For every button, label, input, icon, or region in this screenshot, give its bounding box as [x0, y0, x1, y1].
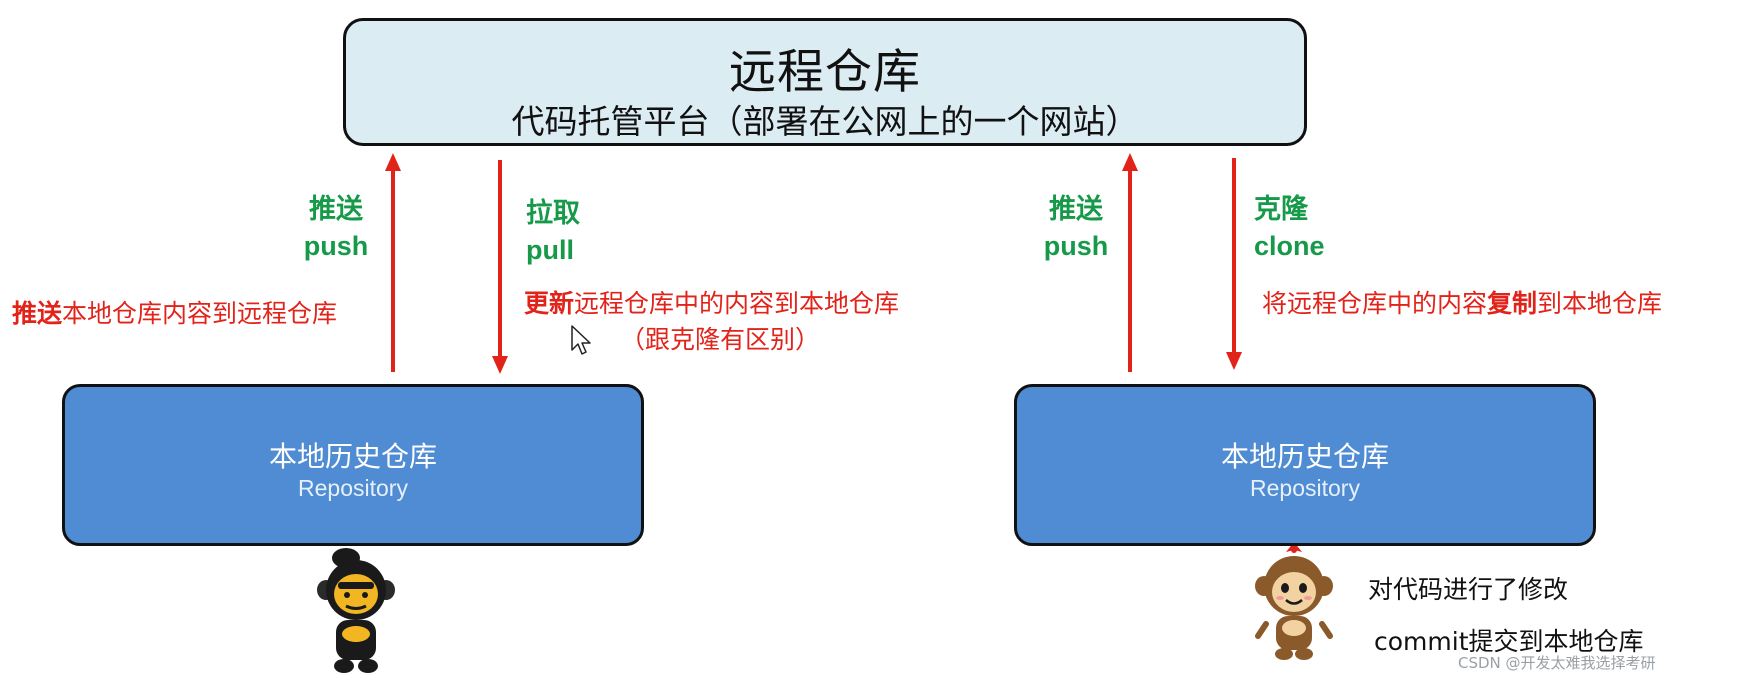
right-push-cn: 推送 [1049, 194, 1103, 225]
monkey-girl-icon [1255, 542, 1333, 660]
right-clone-desc-post: 到本地仓库 [1537, 289, 1663, 318]
left-local-subtitle: Repository [298, 475, 408, 501]
left-push-desc-bold: 推送 [12, 299, 63, 328]
left-pull-note: （跟克隆有区别） [620, 325, 821, 354]
remote-subtitle: 代码托管平台（部署在公网上的一个网站） [511, 102, 1139, 141]
push-arrow-right [1122, 153, 1138, 372]
left-push-label: 推送 push [296, 192, 376, 264]
left-pull-desc-bold: 更新 [524, 289, 575, 318]
cursor-icon [571, 325, 591, 355]
right-clone-desc-bold: 复制 [1487, 289, 1538, 318]
monkey-boy-icon [317, 548, 395, 673]
remote-repository-box: 远程仓库 代码托管平台（部署在公网上的一个网站） [343, 18, 1307, 146]
clone-arrow-right [1226, 158, 1242, 370]
right-clone-cn: 克隆 [1254, 194, 1308, 225]
left-push-desc-rest: 本地仓库内容到远程仓库 [62, 299, 338, 328]
right-clone-description: 将远程仓库中的内容复制到本地仓库 [1262, 284, 1662, 320]
pull-arrow-left [492, 160, 508, 374]
left-pull-cn: 拉取 [526, 198, 580, 229]
left-pull-label: 拉取 pull [526, 196, 596, 268]
watermark: CSDN @开发太难我选择考研 [1458, 654, 1656, 672]
right-local-repository-box: 本地历史仓库 Repository [1014, 384, 1596, 546]
left-push-description: 推送本地仓库内容到远程仓库 [12, 294, 337, 330]
right-note-modify: 对代码进行了修改 [1368, 575, 1569, 604]
right-push-label: 推送 push [1036, 192, 1116, 264]
right-clone-en: clone [1254, 231, 1325, 261]
left-push-cn: 推送 [309, 194, 363, 225]
left-push-en: push [303, 231, 369, 261]
left-pull-description: 更新远程仓库中的内容到本地仓库 [524, 284, 899, 320]
right-note-commit: commit提交到本地仓库 [1374, 627, 1644, 656]
left-pull-desc-rest: 远程仓库中的内容到本地仓库 [574, 289, 900, 318]
right-push-en: push [1043, 231, 1109, 261]
remote-title: 远程仓库 [729, 45, 921, 100]
right-local-title: 本地历史仓库 [1220, 440, 1389, 473]
right-clone-desc-pre: 将远程仓库中的内容 [1262, 289, 1488, 318]
right-clone-label: 克隆 clone [1254, 192, 1344, 264]
left-pull-en: pull [526, 235, 574, 265]
right-local-subtitle: Repository [1250, 475, 1360, 501]
push-arrow-left [385, 153, 401, 372]
left-local-repository-box: 本地历史仓库 Repository [62, 384, 644, 546]
left-local-title: 本地历史仓库 [268, 440, 437, 473]
